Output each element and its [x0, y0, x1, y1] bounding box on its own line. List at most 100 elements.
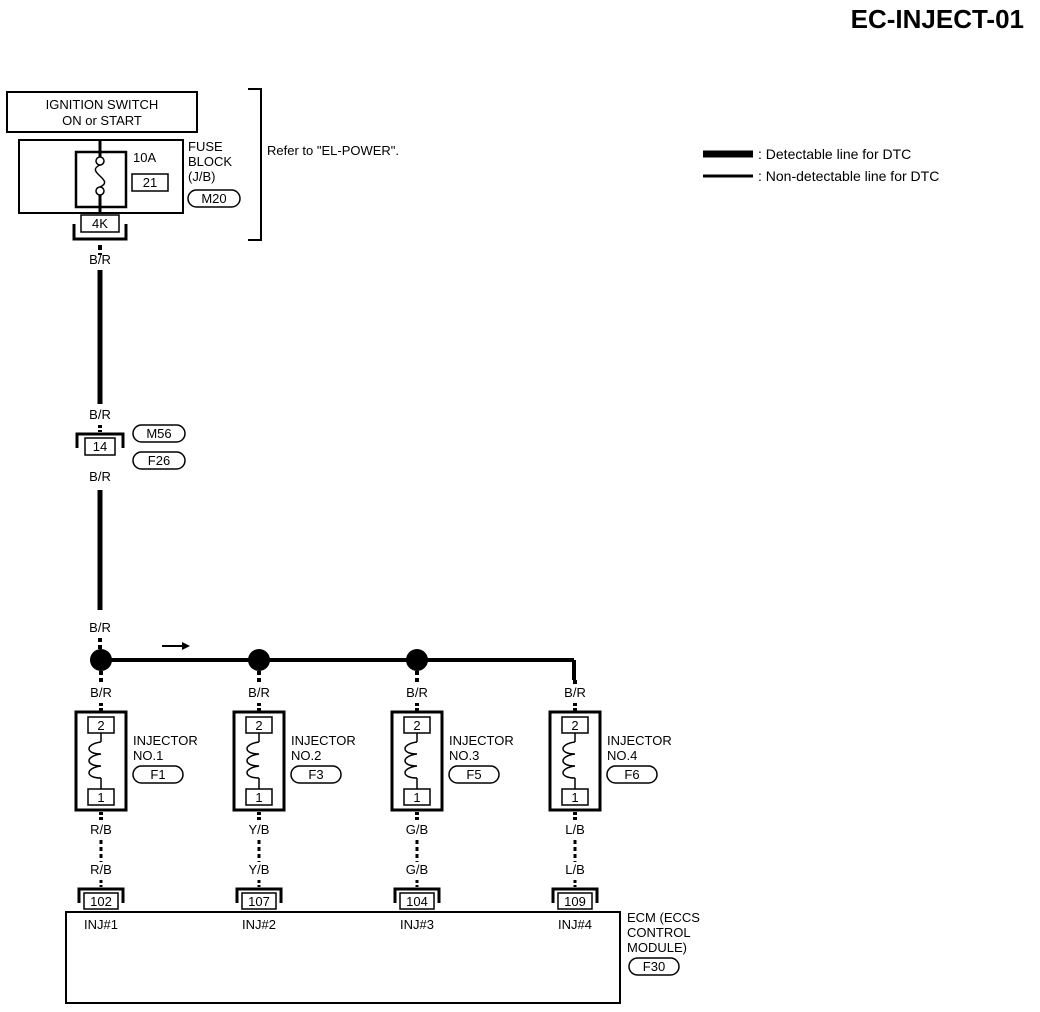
- ecm-connector: F30: [643, 959, 665, 974]
- injector-pin-1-box: [87, 788, 115, 806]
- fuse-number: 21: [143, 175, 157, 190]
- injector-pin-1-box: [403, 788, 431, 806]
- injector-connector-badge: [132, 765, 184, 784]
- injector-1-circuit: B/R 2 1 INJECTOR NO.1 F1 R/B R/B 102 INJ…: [74, 671, 198, 932]
- wire-label-out-1: R/B: [90, 822, 112, 837]
- ecm-pin: 109: [564, 894, 586, 909]
- ignition-switch-label: IGNITION SWITCH: [46, 97, 159, 112]
- ecm-pin: 104: [406, 894, 428, 909]
- injector-number: NO.2: [291, 748, 321, 763]
- injector-pin-top: 2: [255, 718, 262, 733]
- ecm-box: [65, 911, 621, 1004]
- fuse-connector-badge: [187, 189, 241, 208]
- injector-connector: F3: [308, 767, 323, 782]
- injector-pin-top: 2: [571, 718, 578, 733]
- ecm-label-3: MODULE): [627, 940, 687, 955]
- diagram-id: EC-INJECT-01: [851, 4, 1024, 34]
- wire-label-out-2: Y/B: [249, 862, 270, 877]
- ecm-pin: 102: [90, 894, 112, 909]
- injector-number: NO.4: [607, 748, 637, 763]
- injector-pin-1-box: [561, 788, 589, 806]
- injector-body: [232, 710, 286, 812]
- injector-name: INJECTOR: [449, 733, 514, 748]
- ecm-pin-label: INJ#2: [242, 917, 276, 932]
- wire-label-br-4: B/R: [89, 620, 111, 635]
- injector-connector: F1: [150, 767, 165, 782]
- joint-connector-bottom: F26: [148, 453, 170, 468]
- injector-connector: F6: [624, 767, 639, 782]
- injector-name: INJECTOR: [291, 733, 356, 748]
- wire-label-out-1: G/B: [406, 822, 428, 837]
- injector-pin-bottom: 1: [255, 790, 262, 805]
- ecm-label-2: CONTROL: [627, 925, 691, 940]
- coil-icon: [562, 733, 576, 789]
- refer-bracket: [248, 88, 262, 241]
- splice-point-1: [90, 649, 112, 671]
- wire-label-out-2: R/B: [90, 862, 112, 877]
- wire-label-out-2: L/B: [565, 862, 585, 877]
- injector-name: INJECTOR: [133, 733, 198, 748]
- injector-number: NO.1: [133, 748, 163, 763]
- wire-label-br-3: B/R: [89, 469, 111, 484]
- ecm-label-1: ECM (ECCS: [627, 910, 700, 925]
- ecm-pin-label: INJ#1: [84, 917, 118, 932]
- fuse-icon: [94, 140, 106, 213]
- injector-pin-1-box: [245, 788, 273, 806]
- injector-body: [74, 710, 128, 812]
- wire-label-out-1: L/B: [565, 822, 585, 837]
- splice-point-2: [248, 649, 270, 671]
- joint-pin: 14: [93, 439, 107, 454]
- injector-name: INJECTOR: [607, 733, 672, 748]
- wire-label-br-2: B/R: [89, 407, 111, 422]
- injector-connector-badge: [290, 765, 342, 784]
- wire-label-out-2: G/B: [406, 862, 428, 877]
- refer-note: Refer to "EL-POWER".: [267, 143, 399, 158]
- injector-2-circuit: B/R 2 1 INJECTOR NO.2 F3 Y/B Y/B 107 INJ…: [232, 671, 356, 932]
- terminal-4k-box: [80, 214, 120, 233]
- legend-detectable-text: : Detectable line for DTC: [758, 146, 911, 162]
- coil-icon: [88, 733, 102, 789]
- injector-connector-badge: [606, 765, 658, 784]
- ignition-switch-box: [6, 91, 198, 133]
- ecm-pin-box: [557, 892, 593, 910]
- wire-label-br-injector-3: B/R: [406, 685, 428, 700]
- fuse-block-label-3: (J/B): [188, 169, 215, 184]
- fuse-connector-id: M20: [201, 191, 226, 206]
- injector-pin-bottom: 1: [571, 790, 578, 805]
- ecm-pin: 107: [248, 894, 270, 909]
- wire-label-br-1: B/R: [89, 252, 111, 267]
- injector-pin-top: 2: [413, 718, 420, 733]
- joint-pin-box: [84, 437, 116, 456]
- fuse-block-label-2: BLOCK: [188, 154, 232, 169]
- flow-arrow: [162, 642, 190, 650]
- splice-point-3: [406, 649, 428, 671]
- ecm-pin-label: INJ#4: [558, 917, 592, 932]
- joint-connector-top: M56: [146, 426, 171, 441]
- ecm-connector-badge: [628, 957, 680, 976]
- wire-label-br-injector-2: B/R: [248, 685, 270, 700]
- legend-non-detectable-text: : Non-detectable line for DTC: [758, 168, 939, 184]
- fuse-number-box: [131, 173, 169, 192]
- fuse-amperage: 10A: [133, 150, 156, 165]
- ecm-pin-label: INJ#3: [400, 917, 434, 932]
- injector-connector: F5: [466, 767, 481, 782]
- injector-pin-bottom: 1: [97, 790, 104, 805]
- wire-label-out-1: Y/B: [249, 822, 270, 837]
- ecm-pin-box: [241, 892, 277, 910]
- wire-label-br-injector-1: B/R: [90, 685, 112, 700]
- fuse-block-label-1: FUSE: [188, 139, 223, 154]
- joint-bracket: [75, 432, 125, 448]
- injector-3-circuit: B/R 2 1 INJECTOR NO.3 F5 G/B G/B 104 INJ…: [390, 671, 514, 932]
- injector-pin-top: 2: [97, 718, 104, 733]
- wire-label-br-injector-4: B/R: [564, 685, 586, 700]
- coil-icon: [404, 733, 418, 789]
- ignition-switch-state: ON or START: [62, 113, 142, 128]
- injector-body: [390, 710, 444, 812]
- injector-4-circuit: B/R 2 1 INJECTOR NO.4 F6 L/B L/B 109 INJ…: [548, 680, 672, 932]
- joint-connector-bottom-badge: [132, 451, 186, 470]
- terminal-4k-bracket: [72, 224, 128, 241]
- joint-connector-top-badge: [132, 424, 186, 443]
- terminal-4k-label: 4K: [92, 216, 108, 231]
- coil-icon: [246, 733, 260, 789]
